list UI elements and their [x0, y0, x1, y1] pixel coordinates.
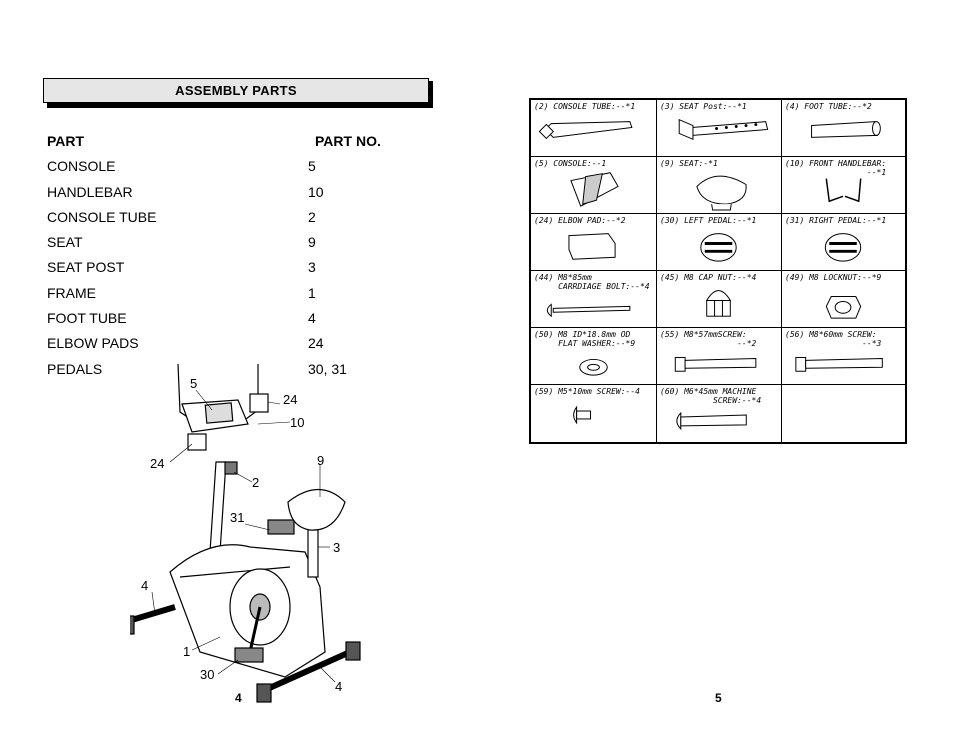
cap-nut-icon: [705, 290, 732, 317]
part-label: (31) RIGHT PEDAL:--*1: [785, 216, 887, 225]
callout-24-left: 24: [150, 456, 164, 471]
screw-57-icon: [674, 356, 757, 372]
console-icon: [570, 172, 619, 207]
callout-4-right: 4: [335, 679, 342, 694]
parts-grid: (2) CONSOLE TUBE:--*1 (3) SEAT Post:--*1…: [529, 98, 907, 444]
page-number-left: 4: [235, 691, 242, 705]
console-tube-icon: [538, 121, 633, 140]
part-number: 2: [308, 209, 316, 225]
part-label: (30) LEFT PEDAL:--*1: [660, 216, 757, 225]
flat-washer-icon: [579, 358, 608, 376]
part-column-header: PART: [47, 133, 85, 149]
part-cell: (5) CONSOLE:--1: [531, 157, 657, 214]
part-cell: (31) RIGHT PEDAL:--*1: [782, 214, 905, 271]
carriage-bolt-icon: [546, 303, 631, 318]
part-label: (3) SEAT Post:--*1: [660, 102, 747, 111]
callout-31: 31: [230, 510, 244, 525]
part-name: SEAT POST: [47, 259, 125, 275]
part-number: 1: [308, 285, 316, 301]
page-title: ASSEMBLY PARTS: [43, 78, 429, 103]
callout-30: 30: [200, 667, 214, 682]
seat-icon: [696, 175, 747, 211]
part-name: FRAME: [47, 285, 96, 301]
part-cell: (2) CONSOLE TUBE:--*1: [531, 100, 657, 157]
callout-5: 5: [190, 376, 197, 391]
part-name: FOOT TUBE: [47, 310, 127, 326]
part-name: CONSOLE TUBE: [47, 209, 157, 225]
callout-2: 2: [252, 475, 259, 490]
machine-screw-icon: [676, 411, 747, 431]
part-cell: (56) M8*60mm SCREW: --*3: [782, 328, 905, 385]
handlebar-icon: [825, 178, 862, 203]
part-cell: (9) SEAT:-*1: [657, 157, 782, 214]
part-label: (56) M8*60mm SCREW: --*3: [785, 330, 882, 348]
part-number: 30, 31: [308, 361, 347, 377]
callout-24-right: 24: [283, 392, 297, 407]
part-cell: (49) M8 LOCKNUT:--*9: [782, 271, 905, 328]
part-no-column-header: PART NO.: [315, 133, 381, 149]
part-cell: (45) M8 CAP NUT:--*4: [657, 271, 782, 328]
part-number: 3: [308, 259, 316, 275]
callout-3: 3: [333, 540, 340, 555]
empty-cell: [782, 385, 905, 442]
part-label: (50) M8 ID*18.8mm OD FLAT WASHER:--*9: [534, 330, 636, 348]
part-label: (49) M8 LOCKNUT:--*9: [785, 273, 882, 282]
part-cell: (30) LEFT PEDAL:--*1: [657, 214, 782, 271]
right-pedal-icon: [824, 233, 862, 262]
part-number: 5: [308, 158, 316, 174]
screw-m5-icon: [573, 405, 592, 425]
left-pedal-icon: [700, 233, 737, 262]
part-cell: (10) FRONT HANDLEBAR: --*1: [782, 157, 905, 214]
part-label: (10) FRONT HANDLEBAR: --*1: [785, 159, 887, 177]
part-cell: (24) ELBOW PAD:--*2: [531, 214, 657, 271]
screw-60-icon: [795, 356, 883, 372]
part-name: SEAT: [47, 234, 83, 250]
callout-10: 10: [290, 415, 304, 430]
part-name: ELBOW PADS: [47, 335, 139, 351]
part-number: 10: [308, 184, 324, 200]
part-cell: (4) FOOT TUBE:--*2: [782, 100, 905, 157]
part-cell: (3) SEAT Post:--*1: [657, 100, 782, 157]
part-label: (2) CONSOLE TUBE:--*1: [534, 102, 636, 111]
page-number-right: 5: [715, 691, 722, 705]
part-cell: (44) M8*85mm CARRDIAGE BOLT:--*4: [531, 271, 657, 328]
part-name: HANDLEBAR: [47, 184, 133, 200]
part-cell: (60) M6*45mm MACHINE SCREW:--*4: [657, 385, 782, 442]
part-name: CONSOLE: [47, 158, 116, 174]
callout-4-left: 4: [141, 578, 148, 593]
elbow-pad-icon: [568, 233, 616, 260]
part-label: (5) CONSOLE:--1: [534, 159, 607, 168]
part-label: (4) FOOT TUBE:--*2: [785, 102, 872, 111]
part-label: (24) ELBOW PAD:--*2: [534, 216, 626, 225]
part-number: 4: [308, 310, 316, 326]
part-number: 24: [308, 335, 324, 351]
part-cell: (59) M5*10mm SCREW:--4: [531, 385, 657, 442]
part-label: (60) M6*45mm MACHINE SCREW:--*4: [660, 387, 762, 405]
part-cell: (55) M8*57mmSCREW: --*2: [657, 328, 782, 385]
part-name: PEDALS: [47, 361, 103, 377]
part-label: (55) M8*57mmSCREW: --*2: [660, 330, 757, 348]
callout-9: 9: [317, 453, 324, 468]
part-cell: (50) M8 ID*18.8mm OD FLAT WASHER:--*9: [531, 328, 657, 385]
seat-post-icon: [678, 118, 769, 141]
foot-tube-icon: [811, 121, 881, 138]
part-label: (44) M8*85mm CARRDIAGE BOLT:--*4: [534, 273, 650, 291]
callout-1: 1: [183, 644, 190, 659]
locknut-icon: [825, 296, 862, 319]
part-number: 9: [308, 234, 316, 250]
exercise-bike-illustration: 5 24 10 24 9 2 31 3 4 1 30 4: [130, 363, 361, 703]
part-label: (59) M5*10mm SCREW:--4: [534, 387, 640, 396]
part-label: (9) SEAT:-*1: [660, 159, 718, 168]
part-label: (45) M8 CAP NUT:--*4: [660, 273, 757, 282]
